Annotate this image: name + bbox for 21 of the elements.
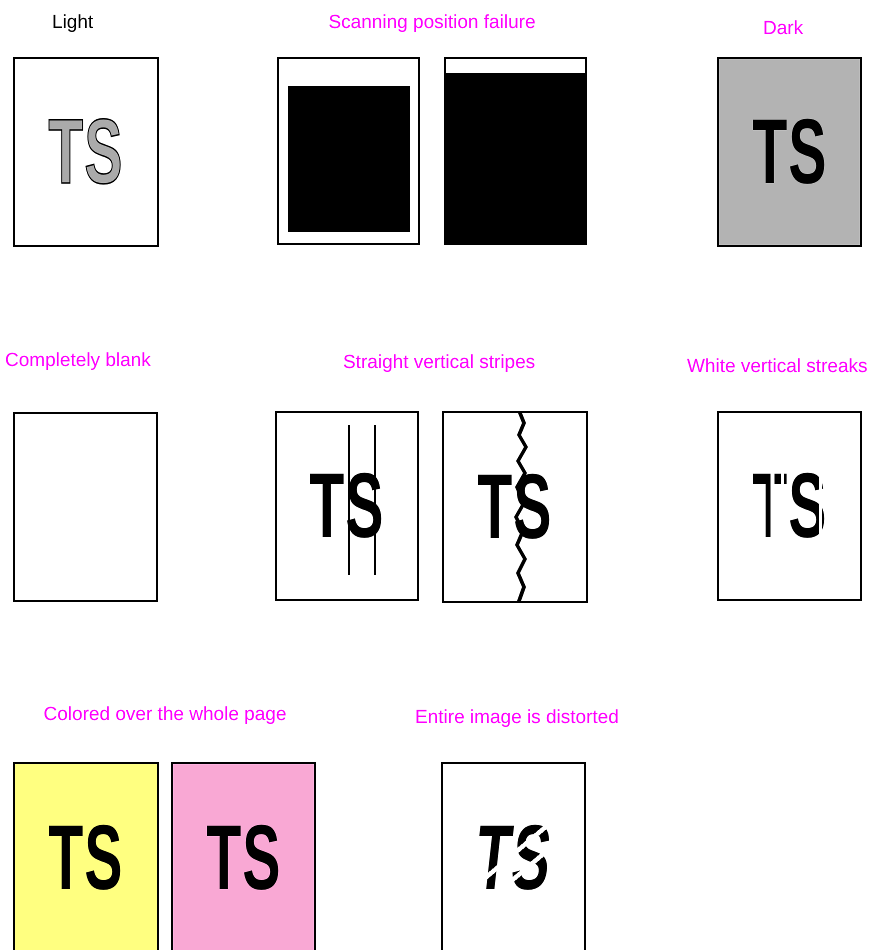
printed-page xyxy=(441,762,586,950)
printed-page xyxy=(717,57,862,247)
printed-page xyxy=(13,762,159,950)
printed-page xyxy=(13,412,158,602)
sample-text: TS xyxy=(48,106,124,198)
defect-caption: Scanning position failure xyxy=(328,12,536,34)
defect-caption: Straight vertical stripes xyxy=(343,352,536,374)
printed-page xyxy=(444,57,587,245)
sample-text: TS xyxy=(752,106,828,198)
defect-caption: Dark xyxy=(763,18,804,40)
defect-caption: Completely blank xyxy=(5,350,151,372)
printed-page xyxy=(13,57,159,247)
printed-page xyxy=(277,57,420,245)
printed-page xyxy=(717,411,862,601)
defect-caption: Light xyxy=(52,12,94,34)
defect-caption: White vertical streaks xyxy=(687,356,868,378)
printed-page xyxy=(171,762,316,950)
defect-caption: Colored over the whole page xyxy=(44,704,286,726)
sample-text: TS xyxy=(48,812,124,904)
defect-caption: Entire image is distorted xyxy=(415,707,619,729)
sample-text: TS xyxy=(206,812,282,904)
